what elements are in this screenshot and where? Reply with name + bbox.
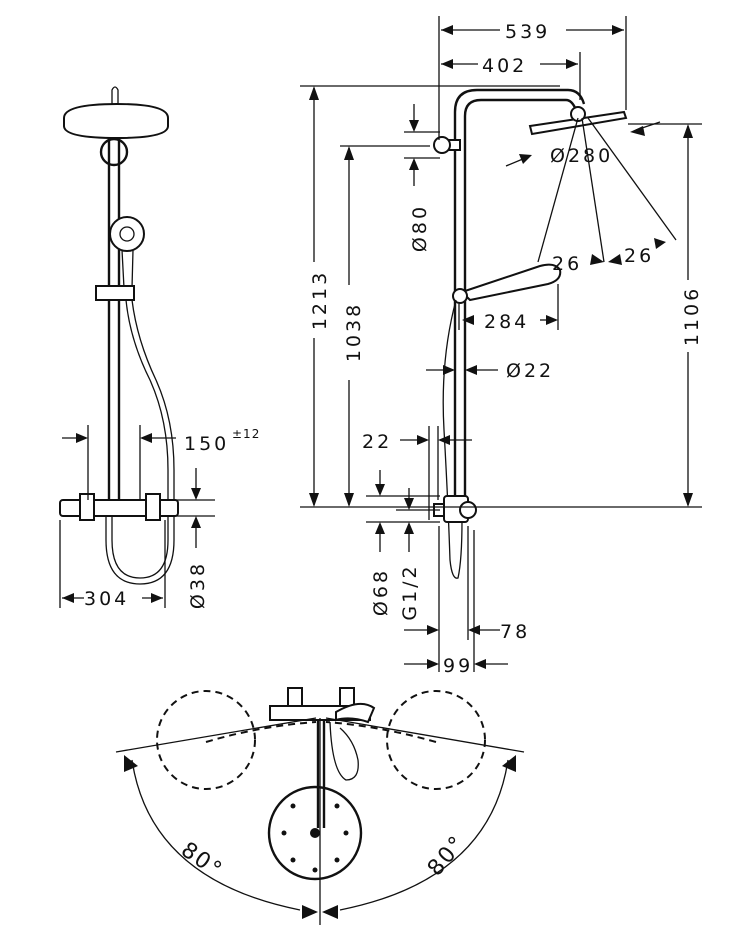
front-hose [111,299,169,579]
dim-78: 78 [500,621,530,643]
dim-thread-g1-2: G1/2 [399,563,421,620]
dim-1213: 1213 [309,270,331,330]
right-angle-arc [339,759,509,911]
dim-diameter-38: Ø38 [187,561,209,609]
dim-150-tolerance: ±12 [232,427,260,441]
right-rotation-circle [386,690,486,790]
side-overhead-shower [528,110,628,136]
angle-right-80: 80° [423,831,471,882]
left-angle-arc [131,759,301,911]
side-view [300,16,702,672]
dim-diameter-22: Ø22 [506,360,554,382]
dim-284: 284 [484,311,529,333]
front-shower-arm-joint [99,137,129,167]
left-rotation-circle [156,690,256,790]
angle-left-80: 80° [176,838,227,884]
dim-1038: 1038 [343,302,365,362]
front-shower-holder [95,285,135,301]
front-overhead-shower [63,102,169,140]
dim-26-b: 26 [624,245,654,267]
dim-304: 304 [84,588,129,610]
dim-99: 99 [443,655,473,677]
dim-diameter-80: Ø80 [409,204,431,252]
side-hand-shower [460,263,562,302]
top-view [115,687,525,925]
dim-diameter-280: Ø280 [550,145,613,167]
front-view [59,86,215,608]
dim-1106: 1106 [681,286,703,346]
dim-402: 402 [482,55,527,77]
top-overhead-shower [267,785,363,881]
dim-539: 539 [505,21,550,43]
dim-150: 150 [184,433,229,455]
dim-26-a: 26 [552,253,582,275]
dim-diameter-68: Ø68 [370,568,392,616]
dim-22: 22 [362,431,392,453]
front-hand-shower-head [109,216,145,252]
